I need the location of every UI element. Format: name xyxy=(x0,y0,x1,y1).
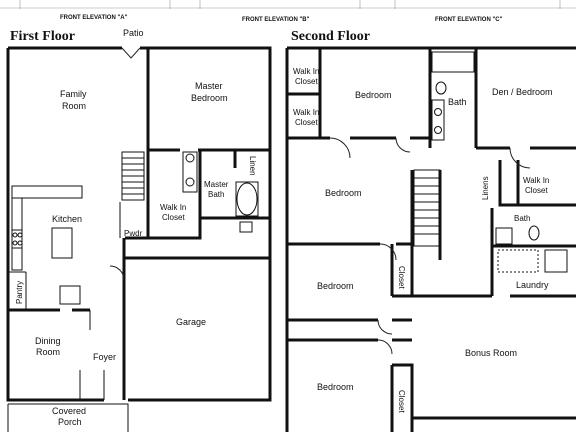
room-label-master-bath-1: Master xyxy=(204,180,229,189)
vanity xyxy=(182,151,198,193)
elevation-b-label: FRONT ELEVATION "B" xyxy=(242,17,310,23)
washer-dryer xyxy=(497,249,539,273)
room-label-covered-porch-1: Covered xyxy=(52,406,86,416)
room-label-walk-in-closet-b-2: Closet xyxy=(295,118,318,127)
room-label-bath-1: Bath xyxy=(448,97,467,107)
first-floor-title: First Floor xyxy=(10,29,75,44)
room-label-master-bath-2: Bath xyxy=(208,190,224,199)
stove-icon xyxy=(11,229,23,249)
room-label-walk-in-closet-a-2: Closet xyxy=(295,77,318,86)
room-label-linens: Linens xyxy=(481,176,490,200)
room-label-foyer: Foyer xyxy=(93,352,116,362)
room-label-bedroom-3: Bedroom xyxy=(317,281,354,291)
room-label-dining-room-1: Dining xyxy=(35,336,61,346)
room-label-walk-in-closet-1: Walk In xyxy=(160,203,186,212)
first-floor-stairs xyxy=(121,151,145,201)
room-label-closet-1: Closet xyxy=(397,266,406,289)
room-label-master-bedroom-1: Master xyxy=(195,81,223,91)
room-label-patio: Patio xyxy=(123,28,144,38)
second-floor-stairs xyxy=(413,169,441,247)
room-label-bedroom-1: Bedroom xyxy=(355,90,392,100)
room-label-bath-2: Bath xyxy=(514,214,530,223)
room-label-family-room-1: Family xyxy=(60,89,87,99)
room-label-bonus-room: Bonus Room xyxy=(465,348,517,358)
room-label-walk-in-closet-c-1: Walk In xyxy=(523,176,549,185)
room-label-linen: Linen xyxy=(248,156,257,176)
room-label-walk-in-closet-2: Closet xyxy=(162,213,185,222)
room-label-pwdr: Pwdr xyxy=(124,229,143,238)
patio-door xyxy=(121,47,141,59)
bath-2-sink xyxy=(495,227,513,245)
room-label-laundry: Laundry xyxy=(516,280,549,290)
room-label-dining-room-2: Room xyxy=(36,347,60,357)
room-label-covered-porch-2: Porch xyxy=(58,417,82,427)
room-label-bedroom-4: Bedroom xyxy=(317,382,354,392)
room-label-closet-2: Closet xyxy=(397,390,406,413)
room-label-walk-in-closet-a-1: Walk In xyxy=(293,67,319,76)
second-floor-plan xyxy=(285,46,576,432)
room-label-kitchen: Kitchen xyxy=(52,214,82,224)
kitchen-island xyxy=(51,227,73,259)
room-label-walk-in-closet-b-1: Walk In xyxy=(293,108,319,117)
room-label-walk-in-closet-c-2: Closet xyxy=(525,186,548,195)
room-label-bedroom-2: Bedroom xyxy=(325,188,362,198)
bathtub xyxy=(236,182,258,216)
bath-1-tub xyxy=(431,51,475,73)
toilet xyxy=(239,221,253,233)
second-floor-title: Second Floor xyxy=(291,29,370,44)
covered-porch-outline xyxy=(7,403,129,432)
room-label-garage: Garage xyxy=(176,317,206,327)
elevation-a-label: FRONT ELEVATION "A" xyxy=(60,15,128,21)
room-label-den-bedroom: Den / Bedroom xyxy=(492,87,553,97)
dining-table xyxy=(59,285,81,305)
elevation-c-label: FRONT ELEVATION "C" xyxy=(435,17,503,23)
first-floor-outer-wall xyxy=(6,46,272,402)
room-label-family-room-2: Room xyxy=(62,101,86,111)
first-floor-plan xyxy=(6,46,272,432)
garage-door-swing xyxy=(109,265,125,281)
elevation-strip: FRONT ELEVATION "A" FRONT ELEVATION "B" … xyxy=(0,0,576,23)
room-label-pantry: Pantry xyxy=(15,281,24,304)
kitchen-counter-top xyxy=(11,185,83,199)
room-label-master-bedroom-2: Bedroom xyxy=(191,93,228,103)
